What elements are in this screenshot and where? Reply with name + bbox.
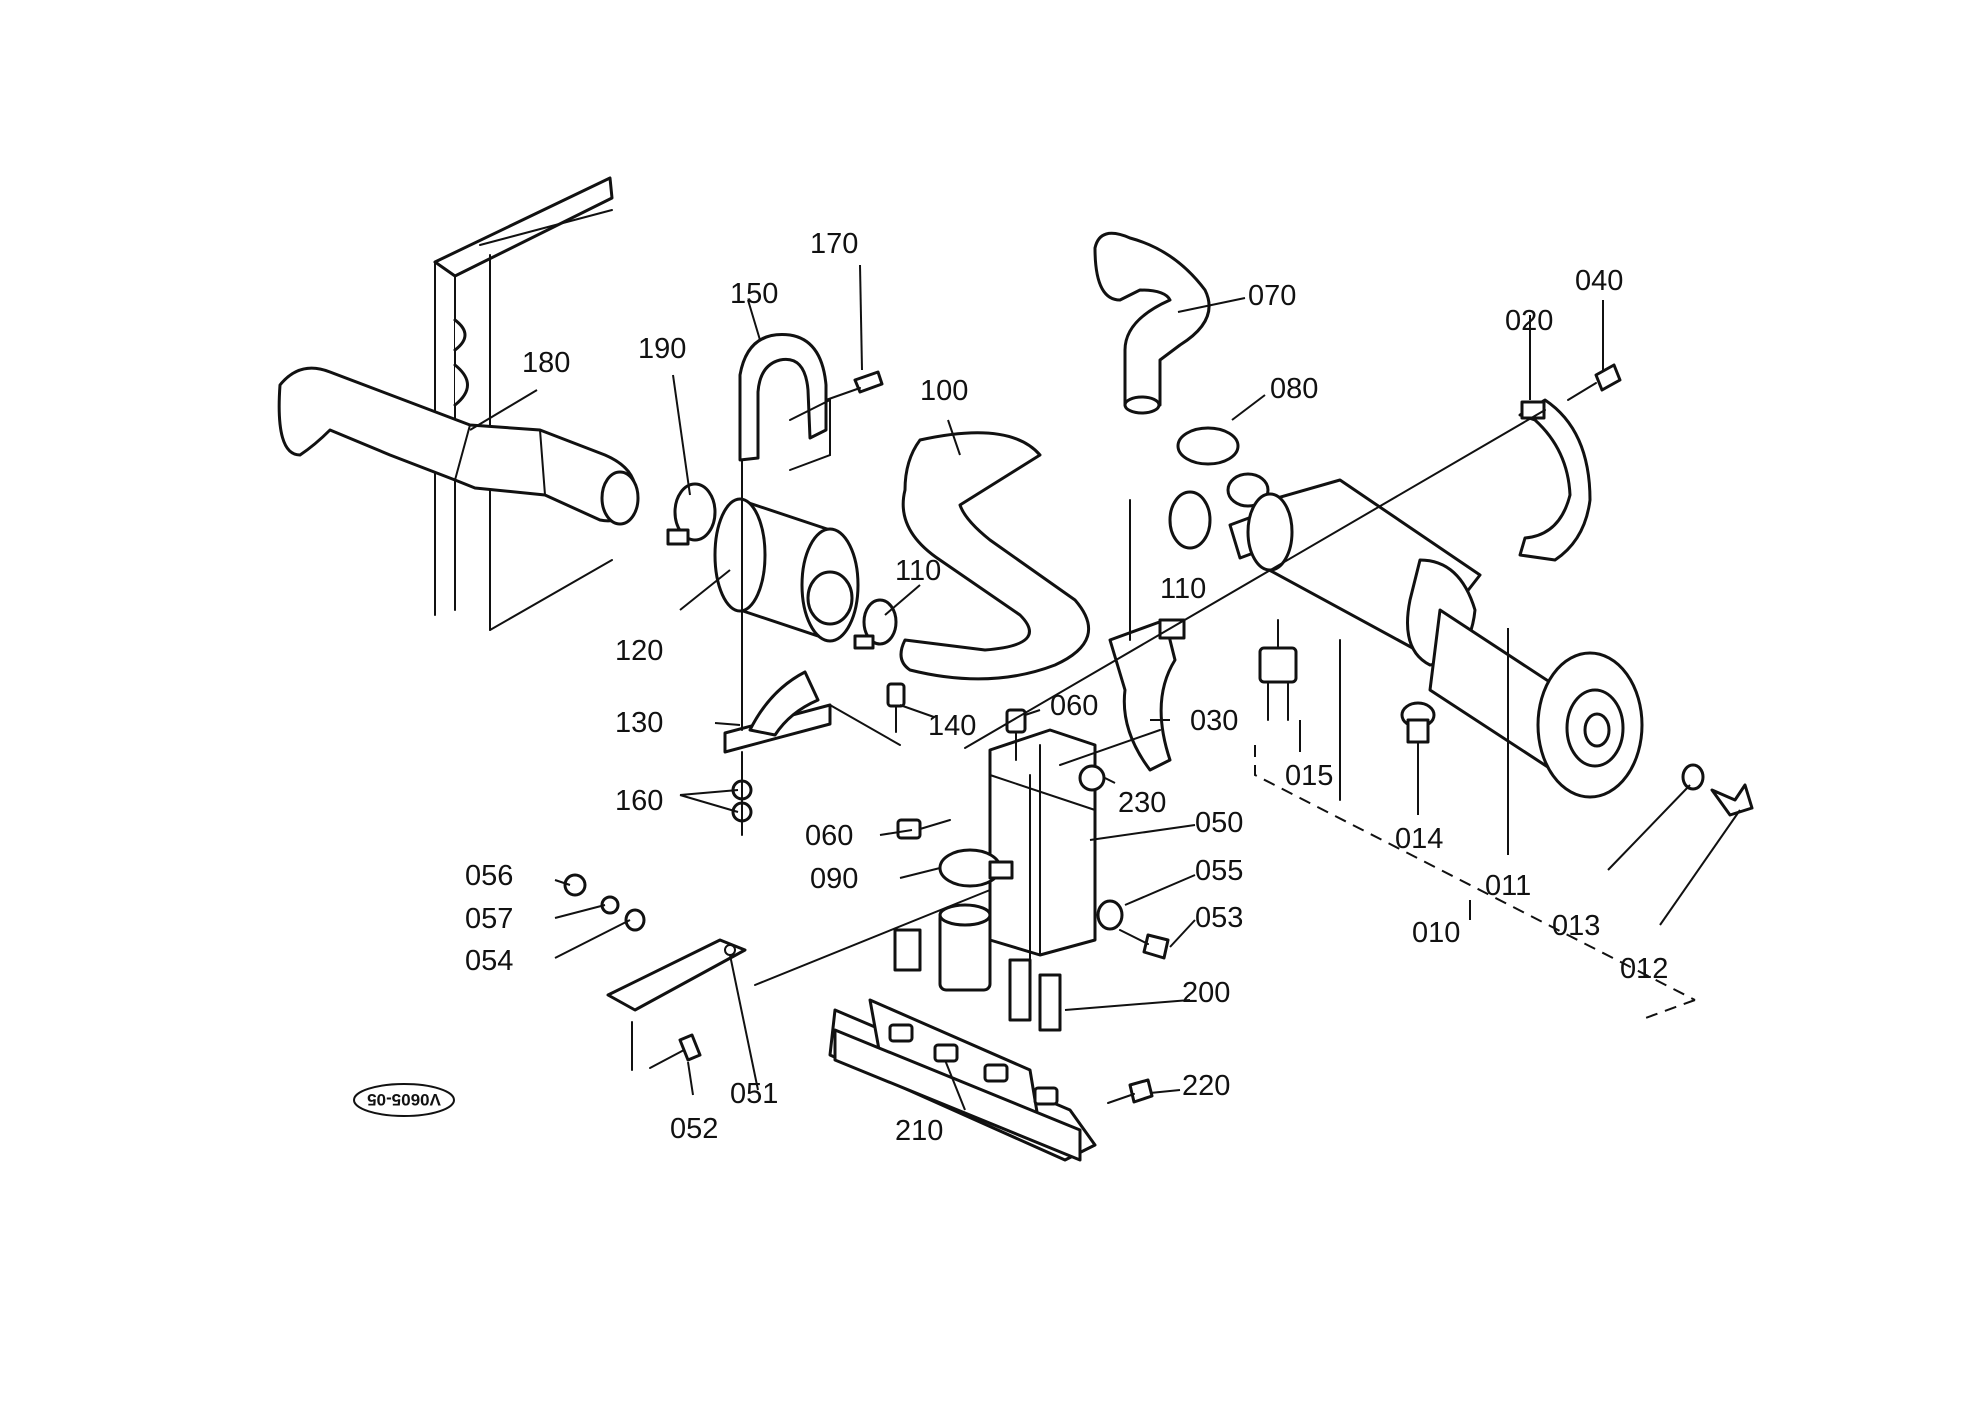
bolt-052	[649, 1033, 702, 1069]
bolt-060-bottom	[896, 818, 951, 840]
wing-nut-012	[1710, 783, 1754, 817]
label-160: 160	[615, 785, 663, 817]
label-100: 100	[920, 375, 968, 407]
nuts-160	[731, 751, 753, 836]
label-060-bottom: 060	[805, 820, 853, 852]
assembly-lines	[631, 409, 1696, 1071]
clamp-110-left	[853, 598, 898, 650]
label-110-right: 110	[1160, 573, 1206, 605]
label-210: 210	[895, 1115, 943, 1147]
label-170: 170	[810, 228, 858, 260]
label-080: 080	[1270, 373, 1318, 405]
label-070: 070	[1248, 280, 1296, 312]
label-012: 012	[1620, 953, 1668, 985]
label-055: 055	[1195, 855, 1243, 887]
bracket-130	[723, 459, 832, 754]
hose-180	[277, 366, 640, 526]
label-060-top: 060	[1050, 690, 1098, 722]
clamp-190	[666, 482, 717, 546]
label-140: 140	[928, 710, 976, 742]
label-056: 056	[465, 860, 513, 892]
bolt-053	[1119, 929, 1170, 960]
label-090: 090	[810, 863, 858, 895]
label-030: 030	[1190, 705, 1238, 737]
label-200: 200	[1182, 977, 1230, 1009]
band-020	[1518, 398, 1592, 562]
bracket-051	[606, 938, 747, 1012]
bolt-040	[1567, 363, 1622, 401]
label-014: 014	[1395, 823, 1443, 855]
washer-054	[624, 908, 646, 932]
bolt-170	[825, 370, 884, 401]
label-180: 180	[522, 347, 570, 379]
label-010: 010	[1412, 917, 1460, 949]
radiator-frame	[433, 176, 614, 631]
nut-230	[1078, 764, 1106, 792]
leader-lines	[469, 264, 1741, 1111]
label-130: 130	[615, 707, 663, 739]
label-150: 150	[730, 278, 778, 310]
label-057: 057	[465, 903, 513, 935]
label-050: 050	[1195, 807, 1243, 839]
part-labels: 010 011 012 013 014 015 020 030 040 050 …	[465, 228, 1668, 1147]
bolt-140	[886, 682, 906, 733]
air-cleaner-120	[713, 497, 860, 643]
label-052: 052	[670, 1113, 718, 1145]
band-150	[738, 333, 831, 471]
clamp-090	[938, 848, 1014, 888]
air-cleaner-011	[1246, 478, 1644, 799]
label-051: 051	[730, 1078, 778, 1110]
label-013: 013	[1552, 910, 1600, 942]
label-040: 040	[1575, 265, 1623, 297]
diagram-code: V0605-05	[367, 1090, 441, 1109]
label-053: 053	[1195, 902, 1243, 934]
diagram-code-badge: V0605-05	[353, 1083, 455, 1117]
label-015: 015	[1285, 760, 1333, 792]
nut-056	[563, 873, 587, 897]
label-230: 230	[1118, 787, 1166, 819]
label-020: 020	[1505, 305, 1553, 337]
hose-100	[899, 431, 1091, 681]
washer-055	[1096, 899, 1124, 931]
washer-013	[1681, 763, 1705, 791]
switch-015	[1258, 619, 1298, 721]
label-054: 054	[465, 945, 513, 977]
label-220: 220	[1182, 1070, 1230, 1102]
bolt-220	[1107, 1078, 1154, 1104]
label-011: 011	[1485, 870, 1531, 902]
label-190: 190	[638, 333, 686, 365]
label-120: 120	[615, 635, 663, 667]
valve-014	[1400, 701, 1436, 744]
hose-070	[1093, 231, 1211, 415]
gasket-210	[833, 1023, 1082, 1162]
label-110-left: 110	[895, 555, 941, 587]
bracket-050	[988, 728, 1097, 957]
